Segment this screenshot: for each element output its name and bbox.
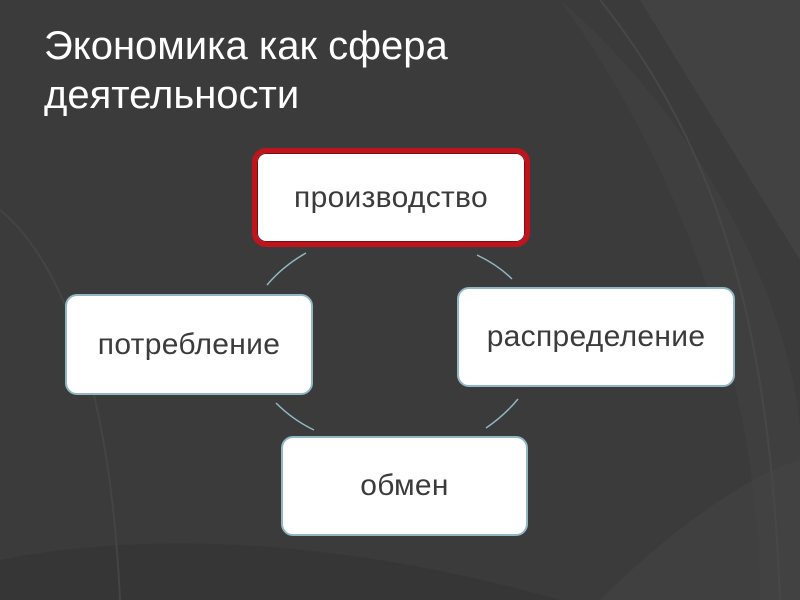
node-distribution-label: распределение xyxy=(486,320,706,353)
slide-title-line-1: Экономика как сфера xyxy=(44,24,448,68)
node-exchange: обмен xyxy=(281,436,528,536)
node-consumption: потребление xyxy=(65,294,313,395)
node-distribution: распределение xyxy=(457,287,735,387)
node-exchange-label: обмен xyxy=(360,469,449,502)
node-production: производство xyxy=(252,148,530,247)
node-consumption-label: потребление xyxy=(97,327,281,361)
node-production-label: производство xyxy=(294,180,488,214)
slide-title: Экономика как сфера деятельности xyxy=(44,22,744,120)
slide-title-line-2: деятельности xyxy=(44,73,300,117)
